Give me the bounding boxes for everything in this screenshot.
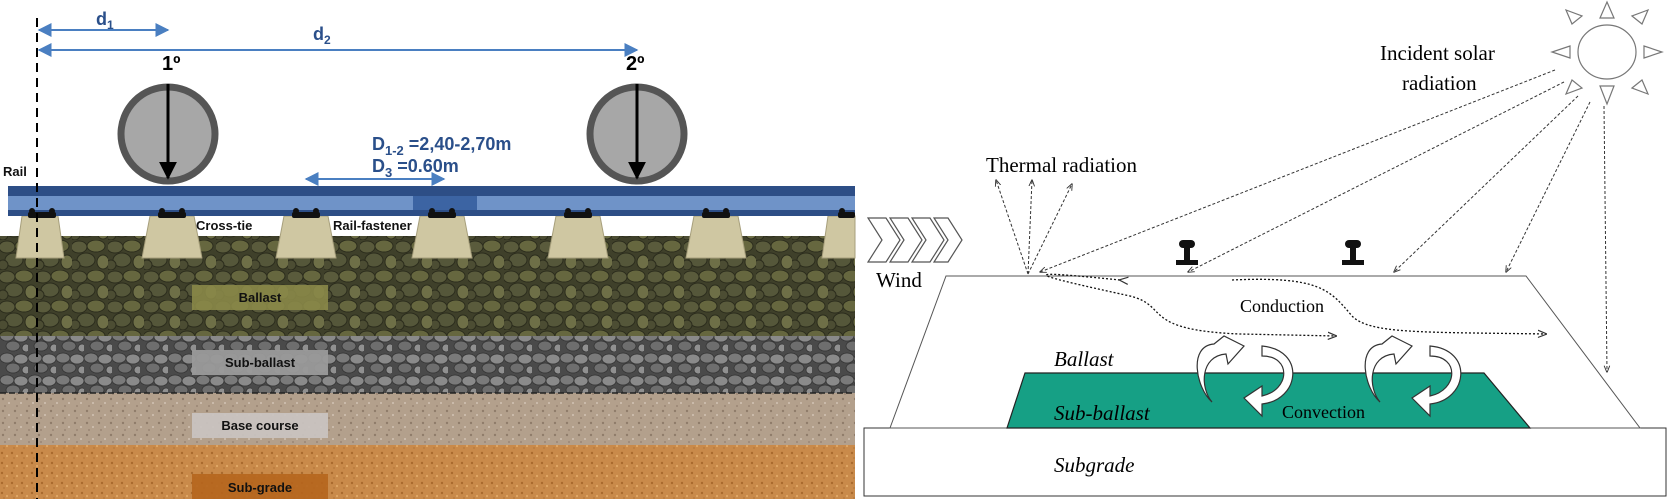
d12-label: D1-2 =2,40-2,70m [372, 134, 511, 158]
conduction-label: Conduction [1240, 296, 1324, 316]
svg-text:Sub-ballast: Sub-ballast [225, 355, 296, 370]
solar-ray-arrows [1040, 69, 1607, 372]
thermal-radiation-arrows [996, 180, 1072, 275]
solar-label-line1: Incident solar [1380, 41, 1495, 65]
sub-grade-label-box: Sub-grade [192, 474, 328, 499]
wind-label: Wind [876, 268, 922, 292]
right-panel-labels: Incident solar radiation Thermal radiati… [876, 41, 1495, 477]
base-course-layer [0, 393, 855, 445]
rail-fastener [428, 208, 456, 218]
sub-ballast-label-box: Sub-ballast [192, 350, 328, 375]
cross-tie [15, 215, 65, 259]
second-axle-label: 2º [626, 53, 644, 75]
wheel-second-axle [586, 83, 688, 185]
rail-fastener [838, 208, 855, 218]
thermal-radiation-label: Thermal radiation [986, 153, 1138, 177]
solar-label-line2: radiation [1402, 71, 1477, 95]
rail-fastener [158, 208, 186, 218]
cross-tie [141, 215, 203, 259]
base-course-label-box: Base course [192, 413, 328, 438]
cross-tie [547, 215, 609, 259]
d1-label: d1 [96, 9, 114, 32]
sun-icon [1550, 0, 1664, 106]
conduction-arrows [1045, 273, 1546, 336]
sub-ballast-layer [0, 336, 855, 393]
d3-label: D3 =0.60m [372, 156, 459, 180]
cross-tie [821, 215, 856, 259]
svg-text:Ballast: Ballast [239, 290, 282, 305]
rail-fasteners [28, 208, 855, 218]
right-panel-heat-transfer [863, 0, 1667, 497]
wheel-first-axle [117, 83, 219, 185]
svg-text:Sub-grade: Sub-grade [228, 480, 292, 495]
convection-label: Convection [1282, 402, 1365, 422]
cross-tie-label: Cross-tie [196, 218, 252, 233]
wind-chevron-icon [866, 217, 963, 263]
rail-fastener [292, 208, 320, 218]
cross-tie [411, 215, 473, 259]
convection-arrows [1196, 335, 1462, 418]
d2-label: d2 [313, 24, 331, 47]
svg-text:Base course: Base course [221, 418, 298, 433]
subgrade-label: Subgrade [1054, 453, 1135, 477]
first-axle-label: 1º [162, 53, 180, 75]
left-panel-track-cross-section: d1 d2 1º 2º D1-2 =2,40-2,70m D3 =0.60m R… [0, 9, 856, 499]
subgrade-block [863, 427, 1667, 497]
ballast-label-box: Ballast [192, 285, 328, 310]
rail-profile-icon [1342, 240, 1364, 265]
cross-tie [685, 215, 747, 259]
rail-fastener [702, 208, 730, 218]
rail-fastener [28, 208, 56, 218]
rail-fastener-label: Rail-fastener [333, 218, 412, 233]
rail-fastener [564, 208, 592, 218]
ballast-label: Ballast [1054, 347, 1115, 371]
cross-tie [275, 215, 337, 259]
sub-ballast-label: Sub-ballast [1054, 401, 1151, 425]
cross-ties [15, 215, 856, 259]
rail-profile-icon [1176, 240, 1198, 265]
rail-label: Rail [3, 164, 27, 179]
subgrade-layer [0, 445, 855, 499]
